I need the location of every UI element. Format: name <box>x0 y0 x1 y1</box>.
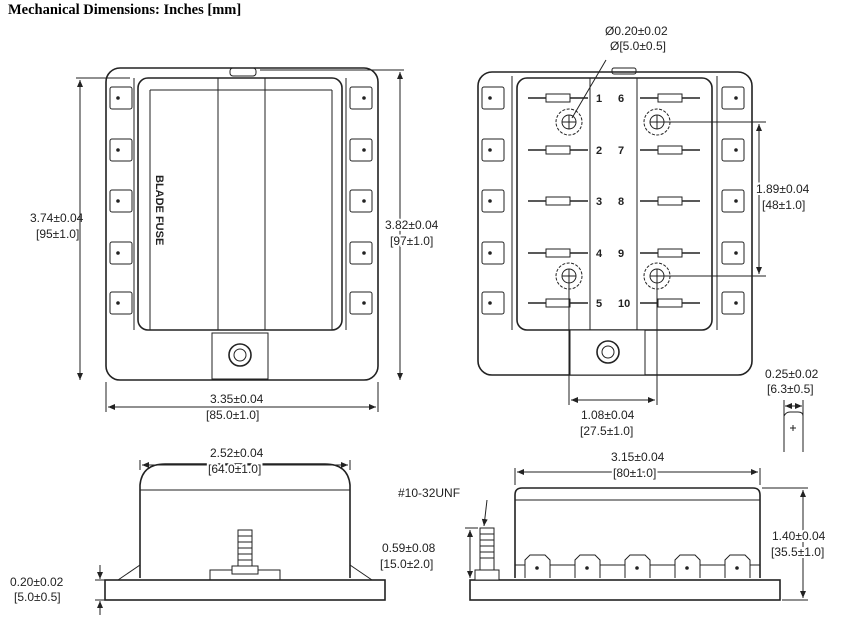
hole-vertical-spacing-mm: [48±1.0] <box>762 198 805 212</box>
terminal-hole-icon <box>585 566 589 570</box>
terminal-hole-icon <box>362 251 366 255</box>
terminal-hole-icon <box>362 199 366 203</box>
terminal-icon <box>721 291 745 315</box>
terminal-icon <box>349 241 373 265</box>
terminal-icon <box>109 291 133 315</box>
side-view-right: #10-32UNF 0.59±0.08 [15.0±2.0] 3.15±0.04… <box>380 450 828 601</box>
slot-number: 2 <box>596 145 602 157</box>
terminal-hole-icon <box>116 199 120 203</box>
side-width-in: 2.52±0.04 <box>210 446 264 460</box>
terminal-width-mm: [6.3±0.5] <box>767 382 814 396</box>
side-height-mm: [35.5±1.0] <box>771 545 824 559</box>
terminal-icon <box>481 86 505 110</box>
fuse-slot-body <box>545 145 571 155</box>
terminal-hole-icon <box>488 148 492 152</box>
hole-horizontal-spacing-in: 1.08±0.04 <box>581 408 635 422</box>
slot-number: 5 <box>596 298 602 310</box>
fuse-slot-body <box>657 145 683 155</box>
terminal-hole-icon <box>488 199 492 203</box>
terminal-hole-icon <box>488 301 492 305</box>
base-thickness-in: 0.20±0.02 <box>10 575 64 589</box>
top-view-closed: BLADE FUSE 3.74±0.04 [95±1.0] 3.82±0.04 … <box>30 67 441 422</box>
terminal-hole-icon <box>488 251 492 255</box>
terminal-icon <box>109 138 133 162</box>
fuse-slot-body <box>657 93 683 103</box>
terminal-hole-icon <box>116 148 120 152</box>
stud-thread: #10-32UNF <box>398 486 460 500</box>
terminal-detail: 0.25±0.02 [6.3±0.5] <box>765 367 819 452</box>
slot-number: 3 <box>596 196 602 208</box>
hole-diameter-mm: Ø[5.0±0.5] <box>610 39 666 53</box>
height-right-in: 3.82±0.04 <box>385 218 439 232</box>
cover-label: BLADE FUSE <box>153 175 165 245</box>
slot-number: 6 <box>618 93 624 105</box>
height-left-in: 3.74±0.04 <box>30 211 84 225</box>
terminal-icon <box>349 86 373 110</box>
terminal-hole-icon <box>116 96 120 100</box>
slot-number: 10 <box>618 298 630 310</box>
terminal-icon <box>481 291 505 315</box>
height-right-mm: [97±1.0] <box>390 234 433 248</box>
fuse-slot-body <box>657 196 683 206</box>
fuse-slot-body <box>545 93 571 103</box>
side-width-mm: [64.0±1.0] <box>208 462 261 476</box>
stud-height-in: 0.59±0.08 <box>382 541 436 555</box>
hole-horizontal-spacing-mm: [27.5±1.0] <box>580 424 633 438</box>
terminal-icon <box>349 138 373 162</box>
terminal-hole-icon <box>685 566 689 570</box>
side-length-mm: [80±1.0] <box>613 466 656 480</box>
terminal-hole-icon <box>734 199 738 203</box>
fuse-slot-body <box>657 248 683 258</box>
terminal-icon <box>109 86 133 110</box>
terminal-hole-icon <box>734 301 738 305</box>
side-length-in: 3.15±0.04 <box>611 450 665 464</box>
terminal-icon <box>109 241 133 265</box>
terminal-hole-icon <box>735 566 739 570</box>
terminal-icon <box>109 189 133 213</box>
terminal-icon <box>349 291 373 315</box>
terminal-hole-icon <box>535 566 539 570</box>
terminal-icon <box>721 189 745 213</box>
terminal-hole-icon <box>635 566 639 570</box>
hole-diameter-in: Ø0.20±0.02 <box>605 24 668 38</box>
terminal-hole-icon <box>116 251 120 255</box>
side-view-left: 2.52±0.04 [64.0±1.0] 0.20±0.02 [5.0±0.5] <box>10 446 386 615</box>
terminal-icon <box>721 138 745 162</box>
hole-vertical-spacing-in: 1.89±0.04 <box>756 182 810 196</box>
terminal-width-in: 0.25±0.02 <box>765 367 819 381</box>
slot-number: 4 <box>596 248 603 260</box>
terminal-hole-icon <box>734 96 738 100</box>
fuse-slot-body <box>545 196 571 206</box>
terminal-icon <box>481 189 505 213</box>
terminal-icon <box>481 138 505 162</box>
width-mm: [85.0±1.0] <box>206 408 259 422</box>
top-view-open: 1 6 2 7 3 8 4 9 5 10 Ø0.20±0.02 Ø[5.0±0.5] 1.89±0… <box>477 24 812 438</box>
slot-number: 9 <box>618 248 624 260</box>
terminal-icon <box>481 241 505 265</box>
slot-number: 1 <box>596 93 602 105</box>
fuse-slot-body <box>657 298 683 308</box>
page-title: Mechanical Dimensions: Inches [mm] <box>8 2 242 18</box>
terminal-hole-icon <box>488 96 492 100</box>
terminal-hole-icon <box>362 148 366 152</box>
terminal-hole-icon <box>116 301 120 305</box>
terminal-hole-icon <box>362 96 366 100</box>
slot-number: 8 <box>618 196 624 208</box>
width-in: 3.35±0.04 <box>210 392 264 406</box>
fuse-slot-body <box>545 248 571 258</box>
terminal-hole-icon <box>362 301 366 305</box>
terminal-hole-icon <box>734 148 738 152</box>
terminal-icon <box>721 86 745 110</box>
height-left-mm: [95±1.0] <box>36 227 79 241</box>
terminal-icon <box>721 241 745 265</box>
terminal-icon <box>349 189 373 213</box>
fuse-slot-body <box>545 298 571 308</box>
slot-number: 7 <box>618 145 624 157</box>
base-thickness-mm: [5.0±0.5] <box>14 590 61 604</box>
terminal-hole-icon <box>734 251 738 255</box>
stud-height-mm: [15.0±2.0] <box>380 557 433 571</box>
side-height-in: 1.40±0.04 <box>772 529 826 543</box>
